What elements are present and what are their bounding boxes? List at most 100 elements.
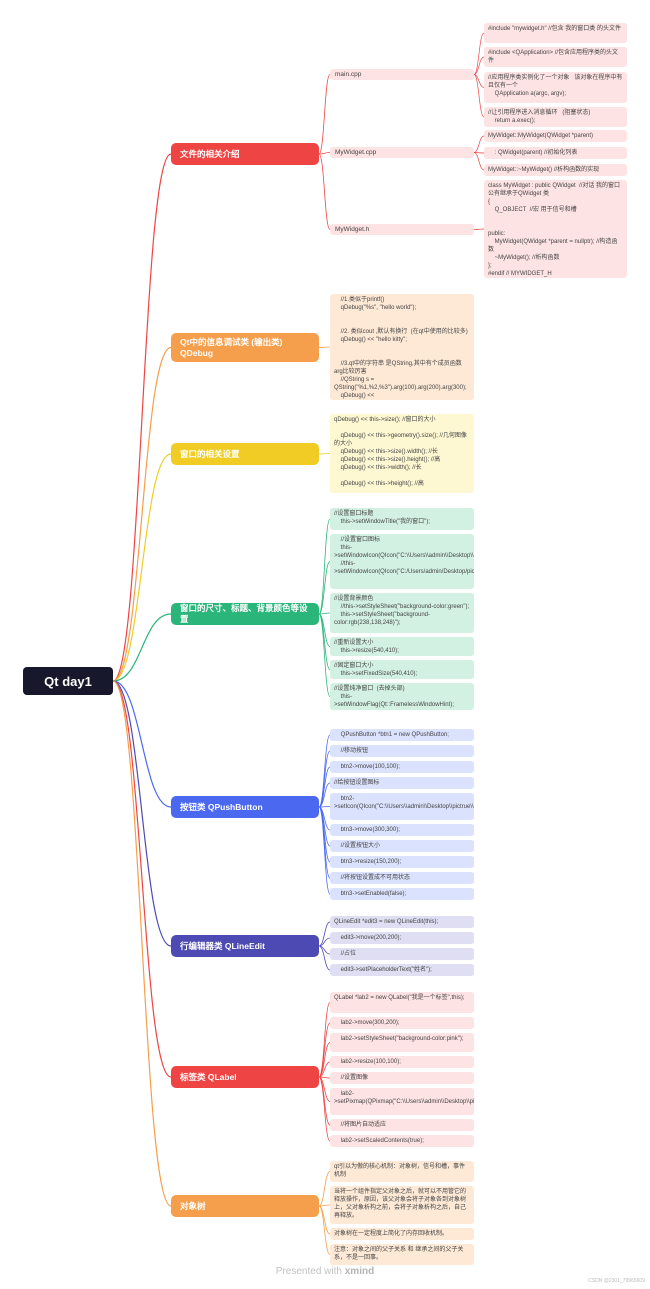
connector-sub-1-leaf-2 [473,152,485,171]
connector-branch-6-leaf-4 [318,1076,331,1079]
connector-branch-0-leaf-0 [318,74,331,155]
branch-qpushbutton[interactable]: 按钮类 QPushButton [171,796,319,818]
leaf-set-title: //设置窗口标题 this->setWindowTitle("我的窗口"); [330,508,474,530]
leaf-btn-new: QPushButton *btn1 = new QPushButton; [330,729,474,741]
leaf-cpp-init-list: : QWidget(parent) //初始化列表 [484,147,627,159]
branch-window-settings[interactable]: 窗口的相关设置 [171,443,319,465]
leaf-btn3-move: btn3->move(300,300); [330,824,474,836]
connector-branch-3-leaf-1 [318,561,331,615]
leaf-btn2-move: btn2->move(100,100); [330,761,474,773]
leaf-fixed-size: //固定窗口大小 this->setFixedSize(540,410); [330,660,474,679]
connector-root-branch-4 [112,680,172,808]
leaf-resize: //重新设置大小 this->resize(540,410); [330,637,474,656]
leaf-set-background: //设置背景颜色 //this->setStyleSheet("backgrou… [330,593,474,633]
footer-presented-with: Presented with xmind [0,1266,650,1277]
connector-branch-7-leaf-3 [318,1205,331,1255]
leaf-label-resize: lab2->resize(100,100); [330,1056,474,1068]
connector-branch-1-leaf-0 [318,346,331,348]
sub-mywidget-cpp[interactable]: MyWidget.cpp [330,147,474,158]
connector-branch-3-leaf-2 [318,612,331,615]
leaf-cpp-dtor: MyWidget::~MyWidget() //析构函数的实现 [484,164,627,176]
leaf-btn3-setenabled: btn3->setEnabled(false); [330,888,474,900]
connector-branch-6-leaf-0 [318,1002,331,1078]
group-qlabel: QLabel *lab2 = new QLabel("我是一个标签",this)… [330,992,474,1151]
leaf-btn3-resize: btn3->resize(150,200); [330,856,474,868]
group-qdebug: //1.类似于printf() qDebug("%s", "hello worl… [330,294,474,404]
connector-root-branch-2 [112,453,172,682]
connector-branch-2-leaf-0 [318,453,331,455]
leaf-tree-memory: 对象树在一定程度上简化了内存回收机制。 [330,1228,474,1240]
connector-branch-4-leaf-1 [318,750,331,808]
leaf-label-scale-comment: //将图片自动适应 [330,1119,474,1131]
xmind-logo: xmind [344,1266,375,1277]
group-window-attributes: //设置窗口标题 this->setWindowTitle("我的窗口"); /… [330,508,474,714]
connector-root-branch-0 [112,153,172,682]
leaf-label-image-comment: //设置图像 [330,1072,474,1084]
leaf-tree-core-mechanism: qt引以为傲的核心机制：对象树，信号和槽，事件机制 [330,1161,474,1182]
connector-branch-0-leaf-2 [318,153,331,230]
leaf-cpp-ctor: MyWidget::MyWidget(QWidget *parent) [484,130,627,142]
connector-root-branch-1 [112,346,172,682]
csdn-watermark: CSDN @2301_79965609 [588,1278,645,1284]
leaf-label-setpixmap: lab2->setPixmap(QPixmap("C:\\Users\\admi… [330,1088,474,1115]
connector-root-branch-6 [112,680,172,1078]
leaf-qdebug-usage: //1.类似于printf() qDebug("%s", "hello worl… [330,294,474,400]
branch-object-tree[interactable]: 对象树 [171,1195,319,1217]
leaf-btn-icon-comment: //给按钮设置图标 [330,777,474,789]
connector-sub-1-leaf-0 [473,135,485,153]
connector-branch-4-leaf-9 [318,806,331,895]
leaf-label-new: QLabel *lab2 = new QLabel("我是一个标签",this)… [330,992,474,1013]
branch-qlabel[interactable]: 标签类 QLabel [171,1066,319,1088]
sub-main-cpp[interactable]: main.cpp [330,69,474,80]
branch-qlineedit[interactable]: 行编辑器类 QLineEdit [171,935,319,957]
leaf-edit-new: QLineEdit *edit3 = new QLineEdit(this); [330,916,474,928]
sub-mywidget-h[interactable]: MyWidget.h [330,224,474,235]
connector-branch-4-leaf-2 [318,766,331,808]
group-object-tree: qt引以为傲的核心机制：对象树，信号和槽，事件机制 当将一个组件指定父对象之后，… [330,1161,474,1269]
connector-sub-0-leaf-3 [473,74,485,118]
connector-sub-1-leaf-1 [473,152,485,154]
leaf-tree-parent-release: 当将一个组件指定父对象之后，就可以不用管它的释放操作，原因，该父对象会将子对象各… [330,1186,474,1224]
connector-branch-7-leaf-1 [318,1204,331,1207]
leaf-label-stylesheet: lab2->setStyleSheet("background-color:pi… [330,1033,474,1052]
connector-sub-0-leaf-0 [473,32,485,75]
branch-window-attributes[interactable]: 窗口的尺寸、标题、背景颜色等设置 [171,603,319,625]
leaf-btn-disable-comment: //将按钮设置成不可用状态 [330,872,474,884]
leaf-label-setscaled: lab2->setScaledContents(true); [330,1135,474,1147]
leaf-label-move: lab2->move(300,200); [330,1017,474,1029]
connector-branch-5-leaf-0 [318,921,331,947]
group-qlineedit: QLineEdit *edit3 = new QLineEdit(this); … [330,916,474,980]
connector-branch-3-leaf-4 [318,613,331,670]
connector-root-branch-7 [112,680,172,1207]
connector-branch-5-leaf-3 [318,945,331,971]
connector-sub-2-leaf-0 [473,228,485,230]
leaf-main-include-app: #include <QApplication> //包含应用程序类的头文件 [484,47,627,67]
group-qpushbutton: QPushButton *btn1 = new QPushButton; //移… [330,729,474,904]
connector-branch-6-leaf-2 [318,1042,331,1078]
root-node[interactable]: Qt day1 [23,667,113,695]
leaf-window-size: qDebug() << this->size(); //窗口的大小 qDebug… [330,414,474,493]
leaf-set-icon: //设置窗口图标 this->setWindowIcon(QIcon("C:\\… [330,534,474,589]
connector-sub-0-leaf-1 [473,56,485,75]
leaf-btn-move-comment: //移动按钮 [330,745,474,757]
connector-root-branch-3 [112,613,172,682]
connector-branch-6-leaf-7 [318,1076,331,1142]
leaf-frameless: //设置纯净窗口 (去掉头部) this->setWindowFlag(Qt::… [330,683,474,710]
connector-branch-3-leaf-5 [318,613,331,697]
leaf-edit-setplaceholder: edit3->setPlaceholderText("姓名"); [330,964,474,976]
leaf-tree-note: 注意：对象之间的父子关系 和 继承之间的父子关系，不是一回事。 [330,1244,474,1265]
leaf-main-include-widget: #include "mywidget.h" //包含 我的窗口类 的头文件 [484,23,627,43]
leaf-main-app-object: //应用程序类实例化了一个对象 该对象在程序中有且仅有一个 QApplicati… [484,72,627,103]
footer-prefix: Presented with [275,1266,342,1277]
connector-branch-6-leaf-3 [318,1061,331,1078]
connector-branch-7-leaf-0 [318,1171,331,1207]
leaf-edit-move: edit3->move(200,200); [330,932,474,944]
leaf-main-exec: //让引用程序进入消息循环 (阻塞状态) return a.exec(); [484,107,627,127]
connector-branch-4-leaf-4 [318,806,331,808]
connector-branch-0-leaf-1 [318,152,331,155]
leaf-edit-placeholder-comment: //占位 [330,948,474,960]
branch-qdebug[interactable]: Qt中的信息调试类 (输出类) QDebug [171,333,319,362]
connector-branch-6-leaf-6 [318,1076,331,1126]
branch-file-intro[interactable]: 文件的相关介绍 [171,143,319,165]
